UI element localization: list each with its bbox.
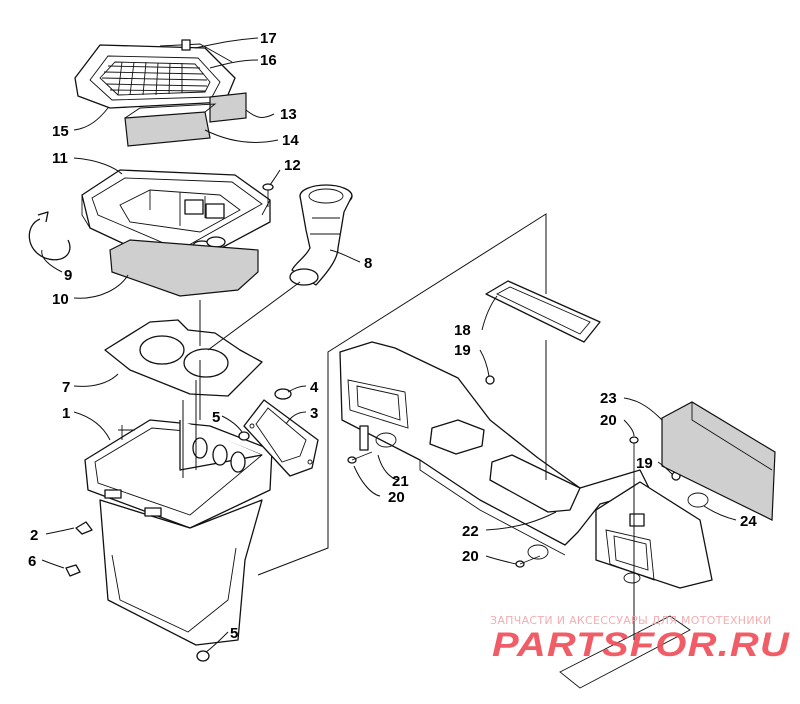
callout-5b: 5 [230,625,238,642]
watermark: ЗАПЧАСТИ И АКСЕССУАРЫ ДЛЯ МОТОТЕХНИКИ PA… [490,614,791,664]
callout-15: 15 [52,123,69,140]
part-lower-tube [559,615,691,689]
callout-22: 22 [462,523,479,540]
callout-20c: 20 [462,548,479,565]
part-console-duct [339,341,651,556]
callout-14: 14 [282,132,299,149]
part-foam-small [209,92,247,123]
part-foam-element [124,111,211,147]
part-clip-6 [65,564,81,577]
callout-5a: 5 [212,409,220,426]
callout-6: 6 [28,553,36,570]
part-grommet-4 [274,388,292,400]
callout-20b: 20 [388,489,405,506]
callout-13: 13 [280,106,297,123]
callout-9: 9 [64,267,72,284]
part-airbox [84,419,273,646]
callout-17: 17 [260,30,277,47]
callout-18: 18 [454,322,471,339]
callout-24: 24 [740,513,757,530]
part-lid-grille [74,39,236,109]
callout-7: 7 [62,379,70,396]
part-gasket-frame [485,280,601,343]
part-gasket-plate [104,319,263,397]
watermark-logo: PARTSFOR.RU [492,626,791,664]
callout-12: 12 [284,157,301,174]
part-screw-2 [75,521,93,535]
part-foam-block [661,401,776,521]
callout-16: 16 [260,52,277,69]
callout-8: 8 [364,255,372,272]
alignment-lines [182,213,635,640]
callout-4: 4 [310,379,319,396]
part-stud-21 [359,425,369,451]
callout-19b: 19 [636,455,653,472]
part-foam-pad [109,239,259,297]
callout-10: 10 [52,291,69,308]
part-bolt-20c [515,555,541,568]
part-screw-12 [262,183,274,207]
part-nut-5b [196,650,210,662]
part-washer-21 [375,432,397,448]
callout-11: 11 [52,150,68,167]
callout-19a: 19 [454,342,471,359]
part-intake-elbow [289,184,353,286]
part-clamp [28,211,71,261]
watermark-caption: ЗАПЧАСТИ И АКСЕССУАРЫ ДЛЯ МОТОТЕХНИКИ [490,614,772,627]
part-nut-5a [238,431,250,441]
callout-23: 23 [600,390,617,407]
callout-20a: 20 [600,412,617,429]
part-bolt-20a [629,436,639,478]
part-nut-19a [485,375,495,385]
part-outlet-cap [595,481,713,589]
part-flange-adapter [243,399,319,477]
callout-21: 21 [392,473,409,490]
callout-2: 2 [30,527,38,544]
callout-leaders [41,37,737,653]
callout-labels: 17 16 13 15 14 11 12 8 9 10 18 19 7 4 5 … [28,30,757,642]
part-bolt-20b [347,451,373,464]
callout-3: 3 [310,405,318,422]
callout-1: 1 [62,405,70,422]
